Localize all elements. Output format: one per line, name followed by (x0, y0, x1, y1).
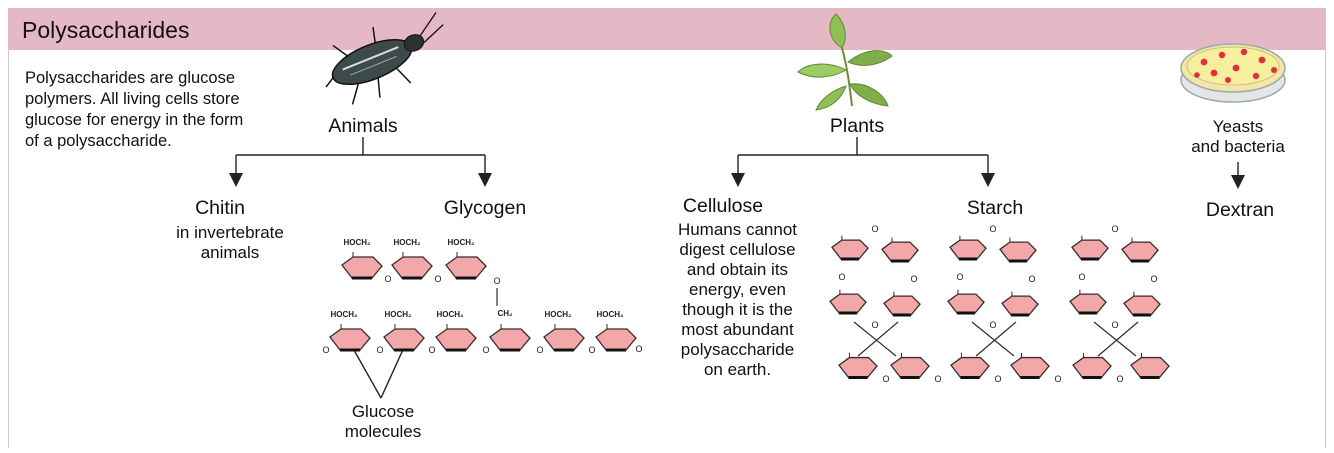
oxygen-label: O (1111, 224, 1118, 234)
oxygen-label: O (994, 374, 1001, 384)
oxygen-label: O (989, 320, 996, 330)
oxygen-label: O (871, 320, 878, 330)
glycogen-glucose-ring (435, 324, 477, 352)
starch-bond (857, 321, 899, 357)
starch-glucose-ring (947, 289, 985, 315)
oxygen-label: O (1028, 274, 1035, 284)
starch-glucose-ring (1001, 291, 1039, 317)
animals-label: Animals (328, 115, 398, 137)
yeasts-bacteria-label: Yeasts and bacteria (1191, 117, 1285, 156)
oxygen-label: O (956, 272, 963, 282)
glycogen-glucose-ring (341, 252, 383, 280)
petri-dish-icon (1180, 43, 1286, 103)
glucose-molecules-label: Glucose molecules (344, 402, 422, 441)
glycogen-glucose-ring (329, 324, 371, 352)
oxygen-label: O (428, 345, 435, 355)
oxygen-label: O (434, 274, 441, 284)
glucose-pointer-lines (349, 342, 407, 399)
hoch2-label: HOCH₂ (544, 310, 572, 319)
oxygen-label: O (588, 345, 595, 355)
hoch2-label: HOCH₂ (596, 310, 624, 319)
oxygen-label: O (322, 345, 329, 355)
starch-glucose-ring (1069, 289, 1107, 315)
plants-label: Plants (829, 115, 885, 137)
hoch2-label: HOCH₂ (343, 238, 371, 247)
starch-bond (971, 321, 1015, 357)
oxygen-label: O (882, 374, 889, 384)
starch-glucose-ring (999, 237, 1037, 263)
starch-bond (1097, 321, 1139, 357)
ch2-label: CH₂ (497, 309, 513, 318)
cellulose-label: Cellulose (682, 195, 764, 217)
starch-glucose-ring (890, 352, 930, 379)
oxygen-label: O (493, 276, 500, 286)
starch-glucose-ring (1123, 291, 1161, 317)
glycogen-glucose-ring (489, 324, 531, 352)
plants-branch (731, 137, 995, 187)
oxygen-label: O (376, 345, 383, 355)
hoch2-label: HOCH₂ (384, 310, 412, 319)
dextran-label: Dextran (1205, 199, 1275, 221)
glycogen-glucose-ring (383, 324, 425, 352)
starch-glucose-ring (949, 235, 987, 261)
glycogen-glucose-ring (595, 324, 637, 352)
plant-sprig-icon (797, 13, 893, 111)
hoch2-label: HOCH₂ (330, 310, 358, 319)
chitin-note: in invertebrate animals (176, 223, 284, 262)
starch-glucose-ring (1130, 352, 1170, 379)
starch-bond (853, 321, 897, 357)
glycogen-glucose-ring (391, 252, 433, 280)
figure-frame (8, 8, 1326, 448)
oxygen-label: O (910, 274, 917, 284)
animals-branch (229, 137, 492, 187)
hoch2-label: HOCH₂ (393, 238, 421, 247)
glycogen-glucose-ring (445, 252, 487, 280)
oxygen-label: O (384, 274, 391, 284)
intro-text: Polysaccharides are glucose polymers. Al… (25, 69, 244, 150)
oxygen-label: O (482, 345, 489, 355)
starch-glucose-ring (1071, 235, 1109, 261)
cellulose-note: Humans cannot digest cellulose and obtai… (677, 220, 798, 379)
oxygen-label: O (871, 224, 878, 234)
starch-structure: O O O O O O O O O O O O O O O O O (829, 224, 1170, 384)
hoch2-label: HOCH₂ (447, 238, 475, 247)
starch-glucose-ring (1121, 237, 1159, 263)
glycogen-glucose-ring (543, 324, 585, 352)
starch-glucose-ring (838, 352, 878, 379)
starch-glucose-ring (883, 291, 921, 317)
starch-glucose-ring (831, 235, 869, 261)
starch-glucose-ring (881, 237, 919, 263)
beetle-icon (325, 12, 444, 105)
starch-bond (975, 321, 1017, 357)
starch-bond (1093, 321, 1137, 357)
starch-glucose-ring (1072, 352, 1112, 379)
header-bar: Polysaccharides (8, 8, 1326, 50)
oxygen-label: O (1150, 274, 1157, 284)
glycogen-structure: HOCH₂ O HOCH₂ O HOCH₂ O CH₂ HOCH₂ O HOCH₂ O HOCH₂ O O… (322, 238, 642, 355)
oxygen-label: O (1111, 320, 1118, 330)
oxygen-label: O (838, 272, 845, 282)
oxygen-label: O (536, 345, 543, 355)
glycogen-label: Glycogen (443, 197, 527, 219)
chitin-label: Chitin (195, 197, 245, 219)
starch-glucose-ring (1010, 352, 1050, 379)
hoch2-label: HOCH₂ (436, 310, 464, 319)
oxygen-label: O (1116, 374, 1123, 384)
starch-glucose-ring (829, 289, 867, 315)
page-title: Polysaccharides (22, 17, 190, 43)
starch-label: Starch (966, 197, 1024, 219)
oxygen-label: O (934, 374, 941, 384)
oxygen-label: O (635, 344, 642, 354)
oxygen-label: O (1078, 272, 1085, 282)
oxygen-label: O (1054, 374, 1061, 384)
starch-glucose-ring (950, 352, 990, 379)
oxygen-label: O (989, 224, 996, 234)
